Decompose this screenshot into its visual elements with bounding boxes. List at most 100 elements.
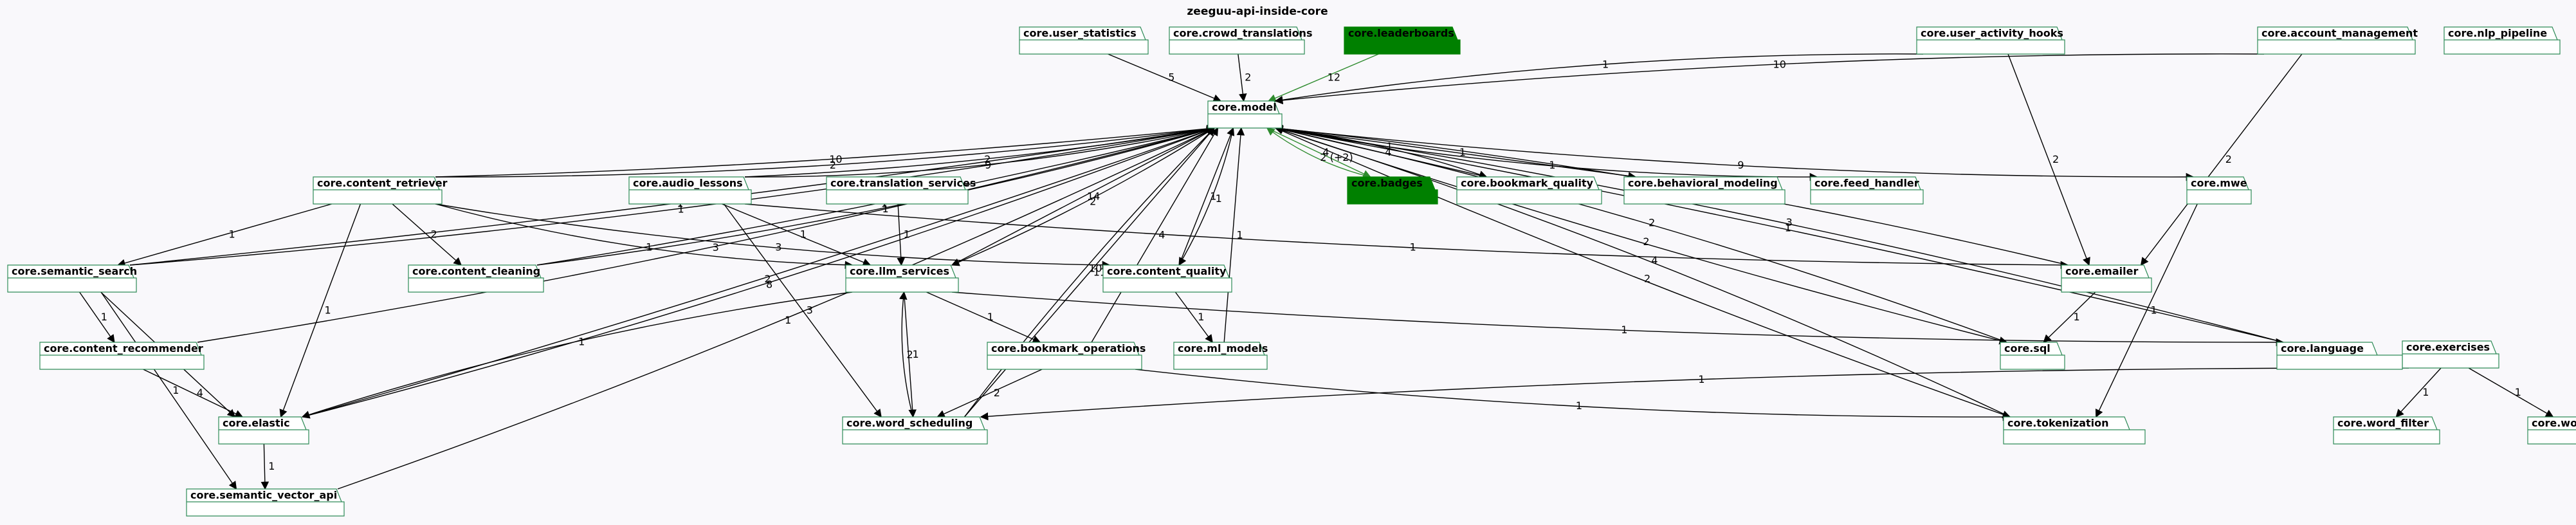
package-leaderboards[interactable]: core.leaderboards — [1344, 26, 1461, 55]
package-semantic-search[interactable]: core.semantic_search — [7, 264, 137, 293]
edge-label-sql-to-model: 2 — [1649, 216, 1655, 228]
edge-label-account_management-to-emailer: 2 — [2225, 153, 2232, 165]
package-user-activity-hooks[interactable]: core.user_activity_hooks — [1916, 26, 2065, 55]
edge-llm_services-to-model — [951, 127, 1216, 266]
package-label: core.word_filter — [2337, 417, 2429, 429]
package-label: core.ml_models — [1178, 342, 1268, 355]
edge-label-bookmark_quality-to-model: 4 — [1385, 146, 1391, 158]
edge-word_scheduling-to-model — [964, 127, 1215, 418]
package-crowd-translations[interactable]: core.crowd_translations — [1169, 26, 1312, 55]
package-label: core.sql — [2004, 342, 2051, 355]
edge-label-language-to-model: 3 — [1786, 216, 1793, 228]
package-sql[interactable]: core.sql — [2000, 342, 2065, 370]
edge-label-model-to-feed_handler: 1 — [1549, 159, 1555, 171]
package-bookmark-quality[interactable]: core.bookmark_quality — [1456, 176, 1602, 205]
edge-elastic-to-model — [302, 127, 1216, 418]
package-shape — [1456, 176, 1602, 205]
package-shape — [7, 264, 137, 293]
package-word-filter[interactable]: core.word_filter — [2333, 416, 2440, 445]
package-feed-handler[interactable]: core.feed_handler — [1810, 176, 1924, 205]
edge-label-model-to-tokenization: 2 — [1644, 273, 1650, 285]
package-label: core.model — [1212, 101, 1277, 113]
package-language[interactable]: core.language — [2276, 342, 2403, 370]
edge-label-audio_lessons-to-word_scheduling: 3 — [807, 304, 813, 317]
package-content-cleaning[interactable]: core.content_cleaning — [408, 264, 544, 293]
package-exercises[interactable]: core.exercises — [2402, 340, 2499, 369]
edge-label-bookmark_operations-to-word_scheduling: 2 — [994, 387, 1000, 399]
edge-content_retriever-to-llm_services — [435, 203, 854, 270]
package-shape — [2527, 416, 2576, 445]
edge-content_retriever-to-content_quality — [435, 203, 1111, 270]
edge-content_retriever-to-model — [435, 124, 1216, 178]
edge-exercises-to-word_filter — [2395, 367, 2442, 418]
edge-model-to-tokenization — [1275, 127, 2011, 419]
package-label: core.content_retriever — [317, 177, 448, 189]
package-shape — [1207, 100, 1283, 129]
package-shape — [1623, 176, 1786, 205]
edge-model-to-behavioral_modeling — [1275, 127, 1637, 180]
package-label: core.tokenization — [2007, 417, 2109, 429]
package-shape — [826, 176, 969, 205]
edge-label-content_retriever-to-semantic_search: 1 — [229, 228, 235, 241]
package-user-statistics[interactable]: core.user_statistics — [1019, 26, 1149, 55]
package-model[interactable]: core.model — [1207, 100, 1283, 129]
package-tokenization[interactable]: core.tokenization — [2003, 416, 2146, 445]
edge-llm_services-to-elastic — [301, 291, 853, 419]
edge-label-semantic_search-to-semantic_vector_api: 1 — [172, 384, 179, 396]
package-content-quality[interactable]: core.content_quality — [1102, 264, 1232, 293]
package-ml-models[interactable]: core.ml_models — [1173, 342, 1268, 370]
edge-elastic-to-semantic_vector_api — [260, 443, 269, 490]
package-shape — [218, 416, 309, 445]
edge-badges-to-model — [1266, 127, 1371, 178]
edge-label-content_retriever-to-elastic: 1 — [325, 304, 331, 317]
package-label: core.semantic_vector_api — [190, 489, 337, 501]
edge-label-account_management-to-model: 10 — [1773, 59, 1786, 71]
edge-label-content_retriever-to-content_cleaning: 2 — [431, 228, 437, 241]
package-label: core.audio_lessons — [633, 177, 743, 189]
edge-model-to-content_quality — [1178, 127, 1234, 266]
edge-label-model-to-llm_services: 2 — [1090, 195, 1096, 207]
edge-label-word_scheduling-to-model: 10 — [1089, 262, 1102, 275]
package-bookmark-operations[interactable]: core.bookmark_operations — [987, 342, 1146, 370]
edge-label-content_retriever-to-model: 2 — [830, 159, 836, 171]
package-label: core.content_recommender — [44, 342, 203, 355]
package-mwe[interactable]: core.mwe — [2186, 176, 2252, 205]
edge-audio_lessons-to-emailer — [744, 203, 2069, 270]
package-nlp-pipeline[interactable]: core.nlp_pipeline — [2444, 26, 2561, 55]
package-audio-lessons[interactable]: core.audio_lessons — [628, 176, 752, 205]
edge-content_quality-to-ml_models — [1174, 291, 1213, 344]
edge-label-ml_models-to-model: 1 — [1237, 229, 1243, 241]
package-semantic-vector-api[interactable]: core.semantic_vector_api — [186, 488, 345, 517]
package-translation-services[interactable]: core.translation_services — [826, 176, 976, 205]
package-behavioral-modeling[interactable]: core.behavioral_modeling — [1623, 176, 1786, 205]
edge-label-model-to-mwe: 9 — [1737, 159, 1744, 171]
edge-exercises-to-word_stats — [2468, 367, 2554, 418]
edge-model-to-feed_handler — [1275, 127, 1818, 181]
package-label: core.emailer — [2065, 265, 2138, 277]
edge-label-elastic-to-semantic_vector_api: 1 — [268, 460, 275, 472]
package-label: core.crowd_translations — [1173, 27, 1312, 39]
edge-label-leaderboards-to-model: 12 — [1328, 71, 1340, 84]
edge-llm_services-to-language — [951, 291, 2285, 347]
packages-layer: core.user_statistics core.crowd_translati… — [7, 26, 2576, 517]
edge-audio_lessons-to-model — [744, 125, 1216, 178]
package-emailer[interactable]: core.emailer — [2061, 264, 2152, 293]
edge-label-content_recommender-to-elastic: 4 — [197, 387, 203, 399]
package-content-recommender[interactable]: core.content_recommender — [39, 342, 205, 370]
edge-label-content_quality-to-ml_models: 1 — [1198, 311, 1204, 323]
package-word-scheduling[interactable]: core.word_scheduling — [842, 416, 988, 445]
package-word-stats[interactable]: core.word_stats — [2527, 416, 2576, 445]
package-badges[interactable]: core.badges — [1347, 176, 1438, 205]
package-account-management[interactable]: core.account_management — [2257, 26, 2418, 55]
edge-label-model-to-badges: 4 — [1322, 146, 1329, 158]
package-label: core.elastic — [223, 417, 290, 429]
edge-label-language-to-model: 1 — [1785, 222, 1791, 234]
edge-label-exercises-to-word_stats: 1 — [2515, 386, 2521, 398]
package-label: core.bookmark_operations — [991, 342, 1146, 355]
package-content-retriever[interactable]: core.content_retriever — [313, 176, 448, 205]
package-shape — [1810, 176, 1924, 205]
package-elastic[interactable]: core.elastic — [218, 416, 309, 445]
package-shape — [1169, 26, 1305, 55]
package-llm-services[interactable]: core.llm_services — [845, 264, 959, 293]
package-shape — [987, 342, 1142, 370]
